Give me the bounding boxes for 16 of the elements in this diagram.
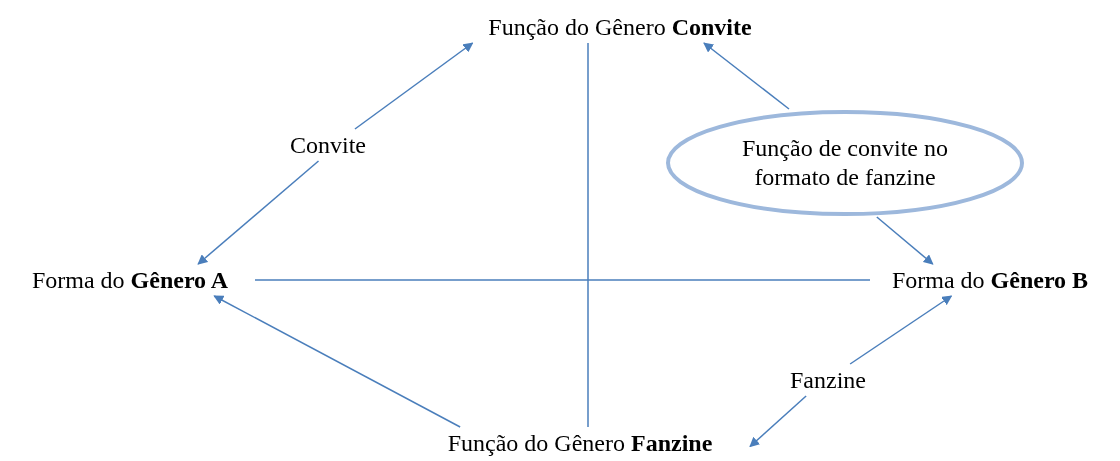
connector-line [254, 279, 871, 281]
node-label: Função de convite no formato de fanzine [741, 134, 949, 192]
arrow [213, 295, 461, 428]
arrow [703, 42, 790, 110]
arrow [876, 216, 934, 265]
node-label: Fanzine [790, 365, 866, 395]
arrow [197, 160, 320, 265]
connector-line [587, 42, 589, 428]
arrow [354, 42, 474, 130]
node-label: Função do Gênero Convite [488, 12, 752, 42]
arrow [849, 295, 953, 365]
node-label: Convite [290, 130, 366, 160]
arrow [749, 395, 807, 448]
node-label: Forma do Gênero B [891, 265, 1089, 295]
node-label: Forma do Gênero A [31, 265, 229, 295]
node-label: Função do Gênero Fanzine [447, 428, 713, 458]
